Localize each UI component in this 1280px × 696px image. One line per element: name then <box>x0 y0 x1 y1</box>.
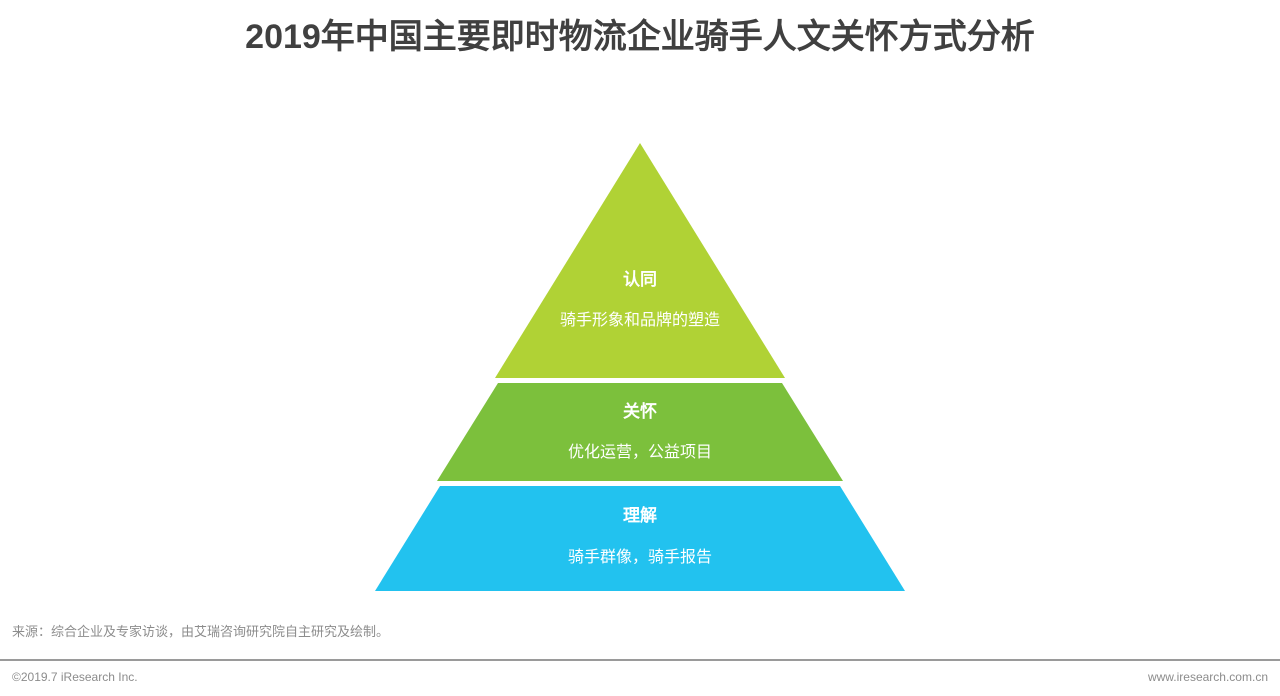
pyramid-diagram: 认同 骑手形象和品牌的塑造 关怀 优化运营，公益项目 理解 骑手群像，骑手报告 <box>362 143 918 591</box>
pyramid-tier-middle-shape[interactable] <box>437 383 843 481</box>
pyramid-tier-bottom-shape[interactable] <box>375 486 905 591</box>
footer-copyright: ©2019.7 iResearch Inc. <box>12 670 138 684</box>
pyramid-shape-group <box>375 143 905 591</box>
footer-website[interactable]: www.iresearch.com.cn <box>1147 670 1268 684</box>
pyramid-tier-top-shape[interactable] <box>495 143 785 378</box>
source-note: 来源：综合企业及专家访谈，由艾瑞咨询研究院自主研究及绘制。 <box>12 624 390 639</box>
page-title: 2019年中国主要即时物流企业骑手人文关怀方式分析 <box>245 18 1035 56</box>
footer-divider <box>0 659 1280 661</box>
